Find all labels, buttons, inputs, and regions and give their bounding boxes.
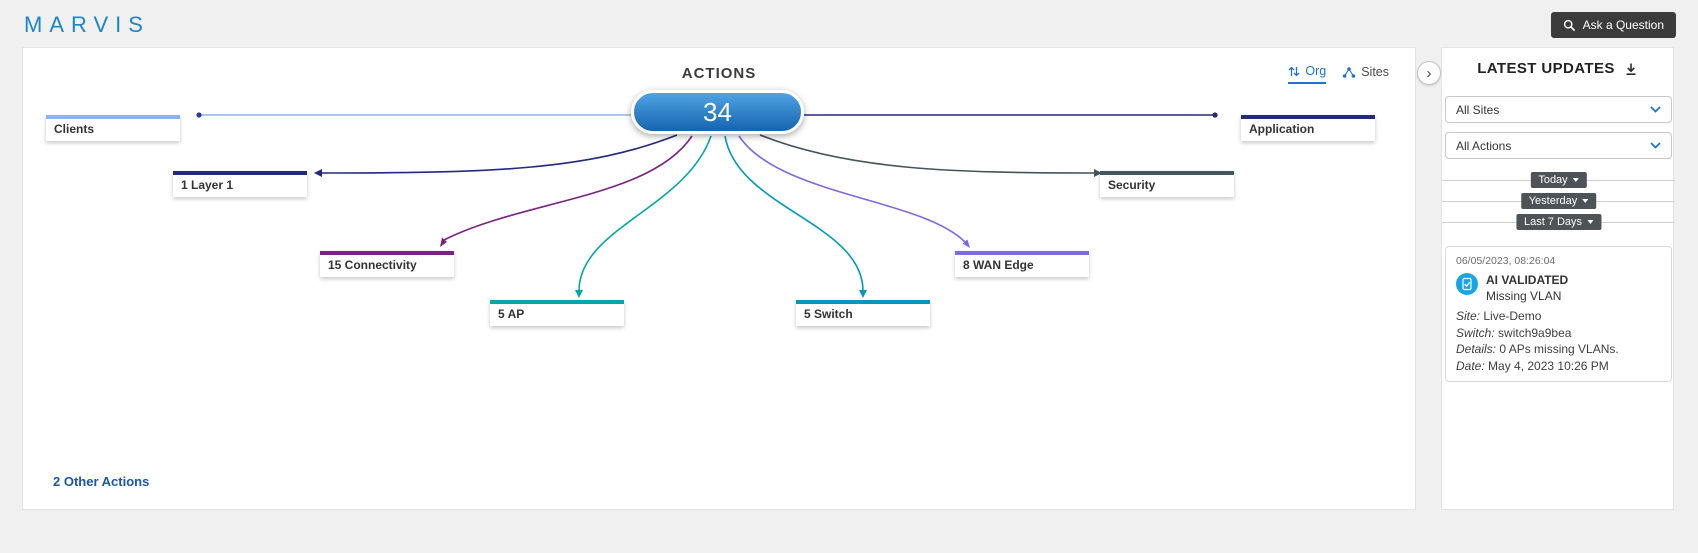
time-filter-row: Yesterday: [1442, 193, 1675, 209]
category-wan-edge[interactable]: 8 WAN Edge: [955, 251, 1089, 277]
date-value: May 4, 2023 10:26 PM: [1488, 358, 1609, 373]
category-connectivity-label: 15 Connectivity: [328, 258, 417, 272]
actions-total: 34: [703, 96, 732, 127]
sidebar-collapse-button[interactable]: ›: [1417, 61, 1441, 85]
update-timestamp: 06/05/2023, 08:26:04: [1456, 255, 1556, 267]
ai-validated-icon: [1456, 273, 1478, 295]
ask-a-question-label: Ask a Question: [1582, 18, 1664, 32]
category-switch-label: 5 Switch: [804, 307, 853, 321]
time-filter-row: Today: [1442, 172, 1675, 188]
last-7-days-filter-label: Last 7 Days: [1523, 216, 1583, 228]
update-fields: Site: Live-Demo Switch: switch9a9bea Det…: [1456, 308, 1661, 374]
category-wan-edge-label: 8 WAN Edge: [963, 258, 1034, 272]
all-actions-dropdown[interactable]: All Actions: [1445, 132, 1672, 159]
application-line-dot: [1212, 112, 1218, 118]
sites-toggle-label: Sites: [1361, 65, 1389, 79]
chevron-down-icon: [1582, 199, 1589, 203]
marvis-logo: MARVIS: [24, 12, 150, 37]
chevron-down-icon: [1572, 178, 1579, 182]
org-icon: [1288, 66, 1300, 76]
latest-updates-header: LATEST UPDATES: [1442, 60, 1673, 77]
update-details-field: Details: 0 APs missing VLANs.: [1456, 341, 1661, 358]
update-badge-row: AI VALIDATED Missing VLAN: [1456, 273, 1661, 303]
chevron-down-icon: [1650, 142, 1661, 149]
org-toggle-label: Org: [1305, 64, 1327, 78]
category-ap[interactable]: 5 AP: [490, 300, 624, 326]
clients-line-dot: [196, 112, 202, 118]
site-label: Site:: [1456, 309, 1481, 323]
category-layer1[interactable]: 1 Layer 1: [173, 171, 307, 197]
top-bar: MARVIS Ask a Question: [0, 0, 1698, 48]
other-actions-link[interactable]: 2 Other Actions: [53, 474, 150, 489]
latest-updates-panel: LATEST UPDATES All Sites All Actions Tod…: [1441, 47, 1675, 510]
latest-updates-title: LATEST UPDATES: [1477, 60, 1615, 77]
org-toggle[interactable]: Org: [1288, 64, 1327, 84]
category-connectivity[interactable]: 15 Connectivity: [320, 251, 454, 277]
search-icon: [1563, 19, 1575, 31]
switch-label: Switch:: [1456, 325, 1495, 340]
update-site-field: Site: Live-Demo: [1456, 308, 1661, 325]
update-date-field: Date: May 4, 2023 10:26 PM: [1456, 358, 1661, 375]
time-filter-row: Last 7 Days: [1442, 214, 1675, 230]
category-ap-label: 5 AP: [498, 307, 525, 321]
category-security[interactable]: Security: [1100, 171, 1234, 197]
update-card[interactable]: 06/05/2023, 08:26:04 AI VALIDATED Missin…: [1445, 246, 1672, 382]
date-label: Date:: [1456, 358, 1485, 373]
wan-edge-curve: [738, 135, 966, 243]
security-curve: [759, 134, 1095, 174]
connectivity-curve: [443, 135, 693, 241]
update-name: Missing VLAN: [1486, 289, 1562, 303]
update-switch-field: Switch: switch9a9bea: [1456, 325, 1661, 342]
chevron-down-icon: [1650, 106, 1661, 113]
layer1-arrowhead: [314, 169, 322, 177]
all-sites-dropdown[interactable]: All Sites: [1445, 96, 1672, 123]
connectivity-arrowhead: [440, 237, 447, 247]
yesterday-filter-button[interactable]: Yesterday: [1520, 193, 1597, 209]
today-filter-button[interactable]: Today: [1530, 172, 1587, 188]
actions-count-pill[interactable]: 34: [631, 90, 804, 134]
category-clients[interactable]: Clients: [46, 115, 180, 141]
ask-a-question-button[interactable]: Ask a Question: [1550, 12, 1676, 38]
all-actions-value: All Actions: [1456, 138, 1512, 153]
details-value: 0 APs missing VLANs.: [1499, 342, 1619, 356]
switch-value: switch9a9bea: [1498, 325, 1572, 340]
switch-arrowhead: [859, 290, 867, 298]
ap-arrowhead: [575, 290, 583, 298]
ai-validated-label: AI VALIDATED: [1486, 273, 1569, 287]
all-sites-value: All Sites: [1456, 102, 1500, 117]
details-label: Details:: [1456, 342, 1497, 356]
actions-panel: ACTIONS Org Sites: [22, 47, 1416, 510]
chevron-down-icon: [1587, 220, 1594, 224]
yesterday-filter-label: Yesterday: [1528, 195, 1578, 207]
category-layer1-label: 1 Layer 1: [181, 178, 234, 192]
site-value: Live-Demo: [1483, 309, 1542, 323]
actions-title: ACTIONS: [681, 65, 757, 82]
chevron-right-icon: ›: [1426, 64, 1432, 82]
switch-curve: [724, 135, 864, 292]
ap-curve: [578, 135, 712, 292]
today-filter-label: Today: [1538, 174, 1568, 186]
last-7-days-filter-button[interactable]: Last 7 Days: [1515, 214, 1602, 230]
category-application[interactable]: Application: [1241, 115, 1375, 141]
category-security-label: Security: [1108, 178, 1156, 192]
sites-toggle[interactable]: Sites: [1342, 65, 1389, 83]
download-icon[interactable]: [1624, 62, 1638, 76]
category-clients-label: Clients: [54, 122, 95, 136]
sites-icon: [1343, 66, 1356, 78]
category-switch[interactable]: 5 Switch: [796, 300, 930, 326]
layer1-curve: [321, 134, 678, 174]
wan-edge-arrowhead: [962, 239, 970, 248]
category-application-label: Application: [1249, 122, 1315, 136]
org-sites-toggle: Org Sites: [1288, 64, 1389, 84]
update-badge-text: AI VALIDATED Missing VLAN: [1486, 273, 1568, 303]
